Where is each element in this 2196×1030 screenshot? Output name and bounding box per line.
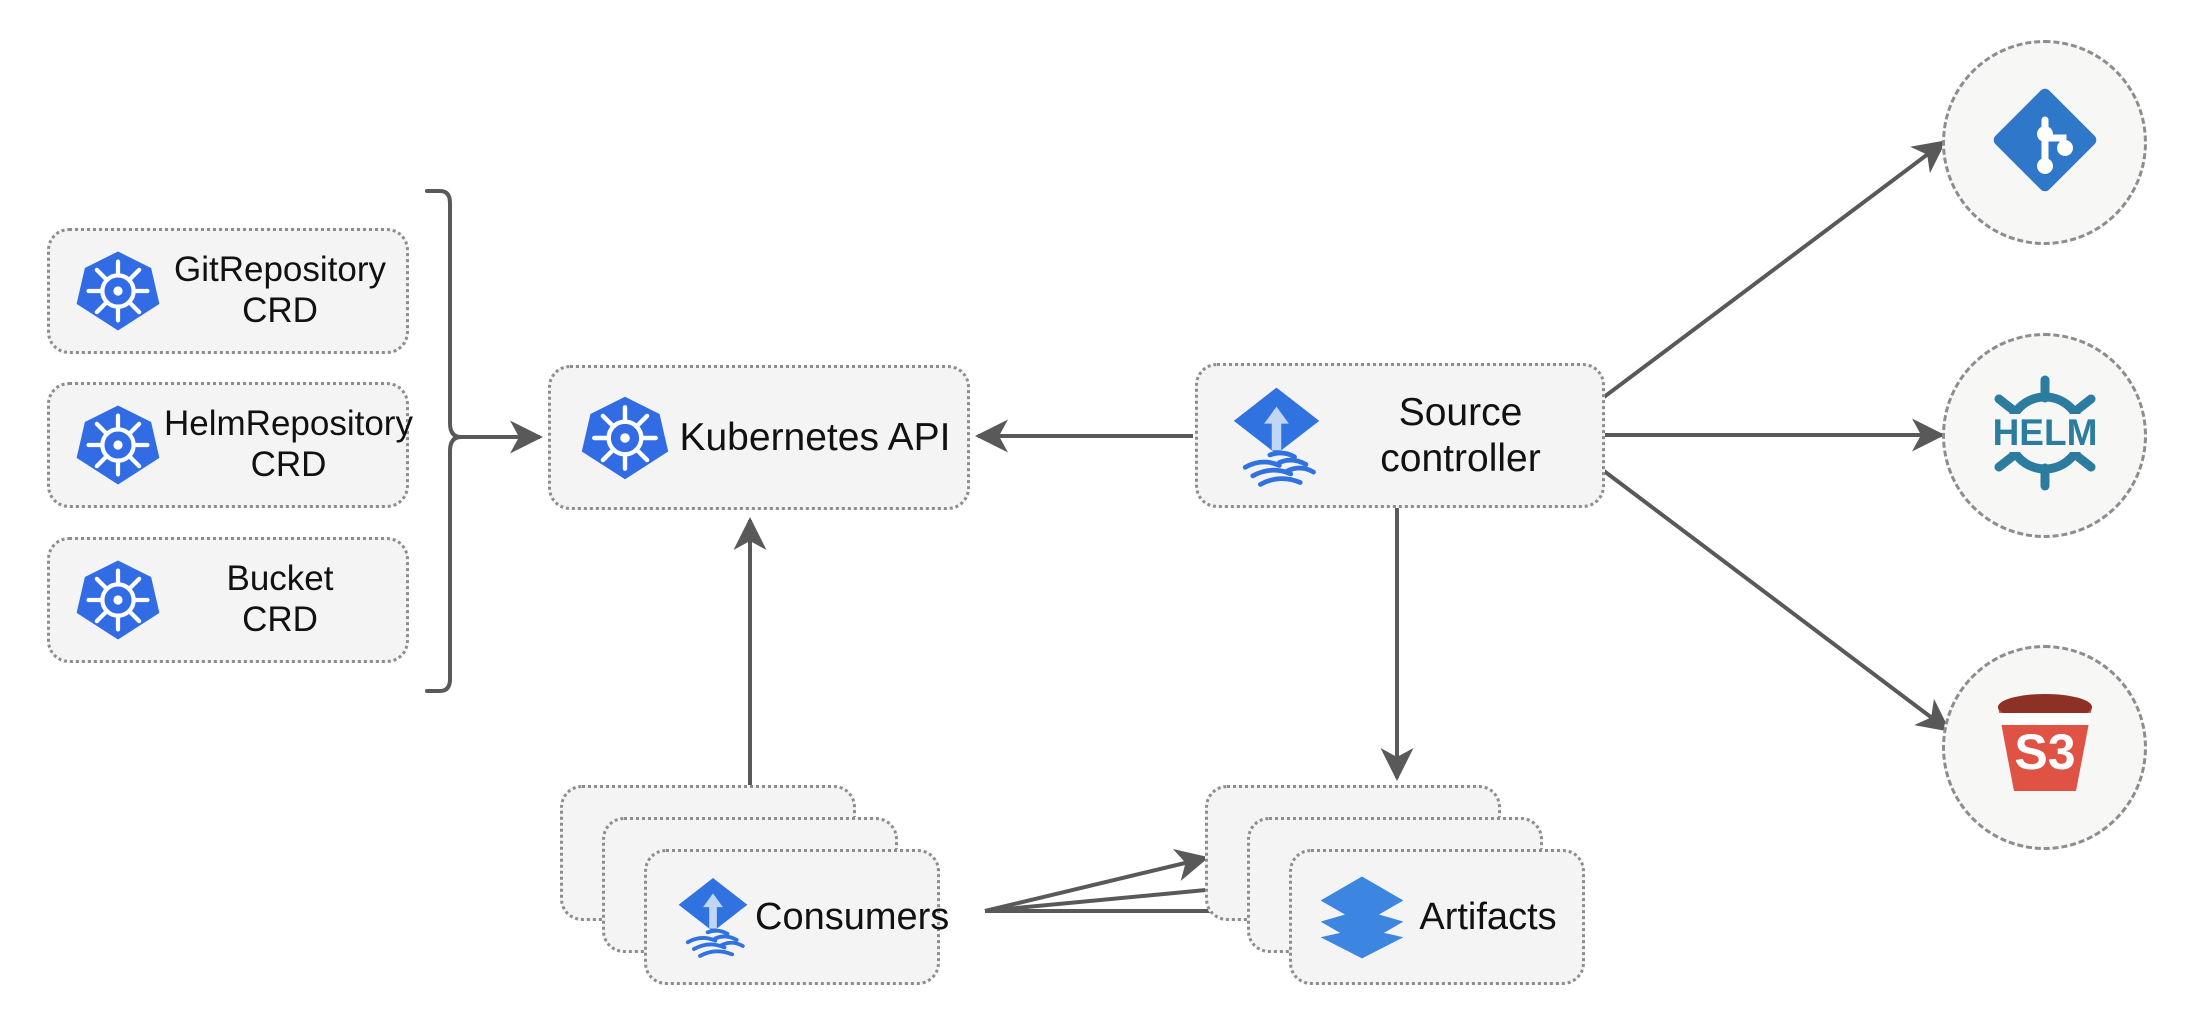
s3-wordmark: S3: [2014, 724, 2075, 780]
node-label: Source controller: [1380, 391, 1541, 480]
target-circle-helm[interactable]: HELM: [1942, 333, 2147, 538]
edge-source-controller-to-s3: [1598, 466, 1951, 732]
node-kubernetes-api[interactable]: Kubernetes API: [548, 365, 970, 510]
edge-consumers-to-artifacts-1: [984, 848, 1209, 913]
kubernetes-icon: [577, 390, 673, 486]
kubernetes-icon: [72, 554, 164, 646]
node-source-controller[interactable]: Source controller: [1195, 363, 1605, 508]
crd-card-helmrepository[interactable]: HelmRepository CRD: [47, 382, 413, 508]
node-consumers[interactable]: Consumers: [560, 785, 949, 985]
crd-card-label: GitRepository CRD: [173, 250, 387, 330]
kubernetes-icon: [72, 245, 164, 337]
node-label: Artifacts: [1419, 895, 1557, 938]
node-label: Kubernetes API: [679, 415, 951, 459]
kubernetes-icon: [72, 399, 164, 491]
target-circle-s3[interactable]: S3: [1942, 645, 2147, 850]
helm-wordmark: HELM: [1992, 412, 2097, 453]
helm-icon: HELM: [1975, 368, 2115, 503]
layers-icon: [1316, 871, 1408, 963]
consumers-sheet-front[interactable]: Consumers: [644, 849, 949, 985]
git-icon: [1985, 80, 2105, 205]
crd-card-bucket[interactable]: Bucket CRD: [47, 537, 409, 663]
crd-group-bracket: [425, 189, 462, 693]
edge-source-controller-to-git: [1598, 140, 1947, 402]
node-artifacts[interactable]: Artifacts: [1205, 785, 1585, 985]
s3-bucket-icon: S3: [1980, 685, 2110, 810]
crd-card-label: Bucket CRD: [226, 559, 334, 639]
flux-icon: [671, 871, 755, 963]
artifacts-sheet-front[interactable]: Artifacts: [1289, 849, 1585, 985]
target-circle-git[interactable]: [1942, 40, 2147, 245]
node-label: Consumers: [755, 895, 950, 938]
crd-card-gitrepository[interactable]: GitRepository CRD: [47, 228, 409, 354]
flux-icon: [1224, 380, 1329, 492]
crd-card-label: HelmRepository CRD: [164, 404, 413, 484]
